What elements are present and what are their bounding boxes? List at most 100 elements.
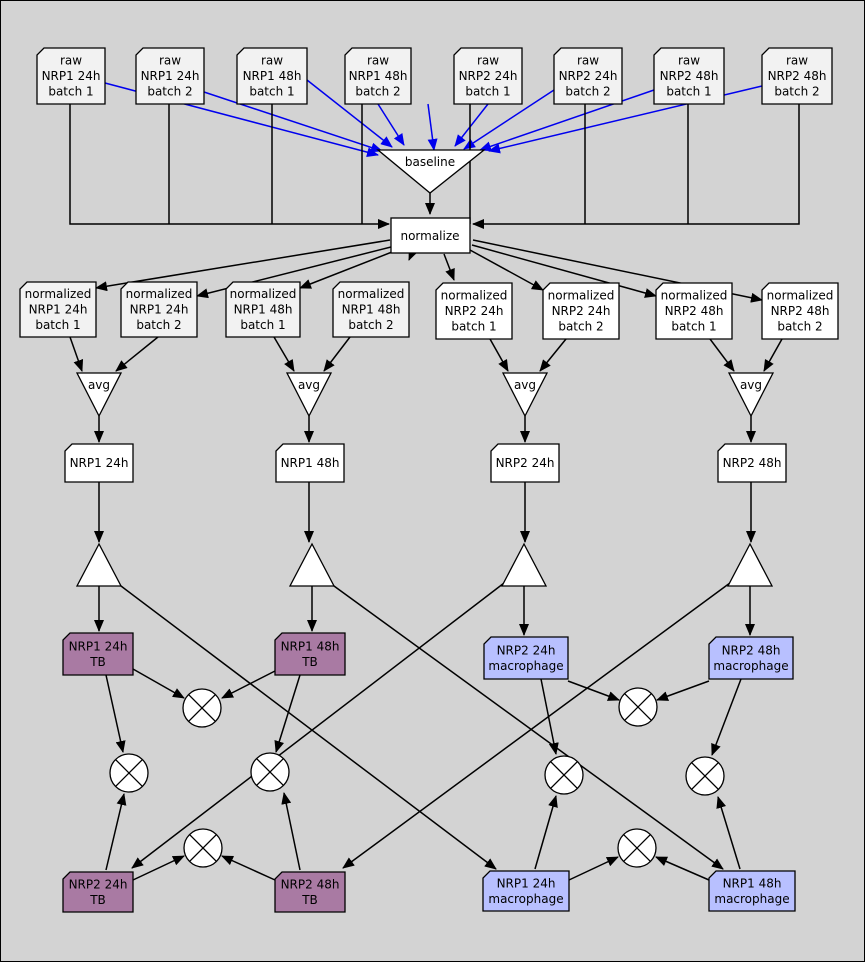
node-label-line: TB [89,655,106,669]
node-label-line: batch 1 [666,85,711,99]
node-label-line: NRP2 24h [459,69,518,83]
node-label-line: NRP2 24h [496,456,555,470]
node-label-line: normalized [661,289,728,303]
node-label-line: NRP2 48h [723,456,782,470]
document-icon [453,47,523,105]
compare-edge [656,680,710,701]
baseline-node: baseline [376,149,486,194]
compare-edge [534,795,558,870]
document-icon [135,47,205,105]
node-label-line: batch 1 [35,318,80,332]
averaged-node: NRP1 24h [64,443,134,483]
compare-edge [281,792,301,871]
node-label-line: batch 2 [565,85,610,99]
node-label-line: NRP1 24h [69,639,128,653]
node-label-line: NRP2 24h [445,304,504,318]
document-icon [64,443,134,483]
node-label-line: NRP2 48h [768,69,827,83]
node-label-line: normalized [441,289,508,303]
node-label-line: raw [159,54,181,68]
compare-edge [105,674,126,753]
avg-edge [709,338,735,372]
node-label-line: NRP1 48h [349,69,408,83]
compare-edge [716,796,741,870]
document-icon [490,443,560,483]
avg-edge [539,338,567,372]
cross-circle-icon [182,688,222,728]
node-label-line: normalized [548,289,615,303]
avg-label: avg [514,378,536,392]
document-icon [332,281,410,338]
normalized-edge [471,244,657,298]
compare-edge [711,678,742,756]
node-label-line: batch 2 [558,320,603,334]
document-icon [120,281,198,338]
node-label-line: batch 2 [348,318,393,332]
compare-edge [567,680,620,701]
averaged-node: NRP2 48h [717,443,787,483]
node-label-line: NRP1 48h [281,639,340,653]
node-label-line: raw [477,54,499,68]
split-cross-edge [342,579,735,869]
document-icon [274,871,346,913]
document-icon [435,282,513,340]
node-label-line: batch 1 [240,318,285,332]
node-label-line: NRP1 48h [723,876,782,890]
node-label-line: batch 1 [48,85,93,99]
avg-node: avg [75,372,123,418]
up-triangle-icon [288,542,336,587]
node-label-line: TB [89,893,106,907]
compare-edge [568,856,619,881]
node-label-line: batch 2 [774,85,819,99]
node-label-line: NRP1 24h [42,69,101,83]
up-triangle-icon [75,542,123,587]
document-icon [19,281,97,338]
baseline-edge [479,89,655,152]
normalized-edge [469,249,544,291]
node-label-line: normalized [25,287,92,301]
avg-node: avg [285,372,333,418]
document-icon [62,871,134,913]
node-label-line: NRP1 24h [70,456,129,470]
node-label-line: raw [678,54,700,68]
document-icon [708,870,796,912]
node-label-line: normalized [338,287,405,301]
document-icon [553,47,623,105]
node-label-line: NRP2 24h [497,643,556,657]
up-triangle-icon [726,542,774,587]
cross-circle-icon [544,755,584,795]
document-icon [483,636,569,680]
baseline-edge [427,103,438,151]
compare-edge [655,856,710,881]
down-triangle-icon [376,149,486,194]
document-icon [36,47,106,105]
averaged-node: NRP2 24h [490,443,560,483]
node-label-line: raw [367,54,389,68]
node-label-line: macrophage [488,892,563,906]
compare-edge [274,674,301,753]
document-icon [655,282,733,340]
node-label-line: macrophage [713,659,788,673]
node-label-line: raw [786,54,808,68]
down-triangle-icon [75,372,123,418]
node-label-line: batch 2 [777,320,822,334]
node-label-line: batch 2 [136,318,181,332]
document-icon [275,443,345,483]
node-label-line: NRP2 48h [771,304,830,318]
